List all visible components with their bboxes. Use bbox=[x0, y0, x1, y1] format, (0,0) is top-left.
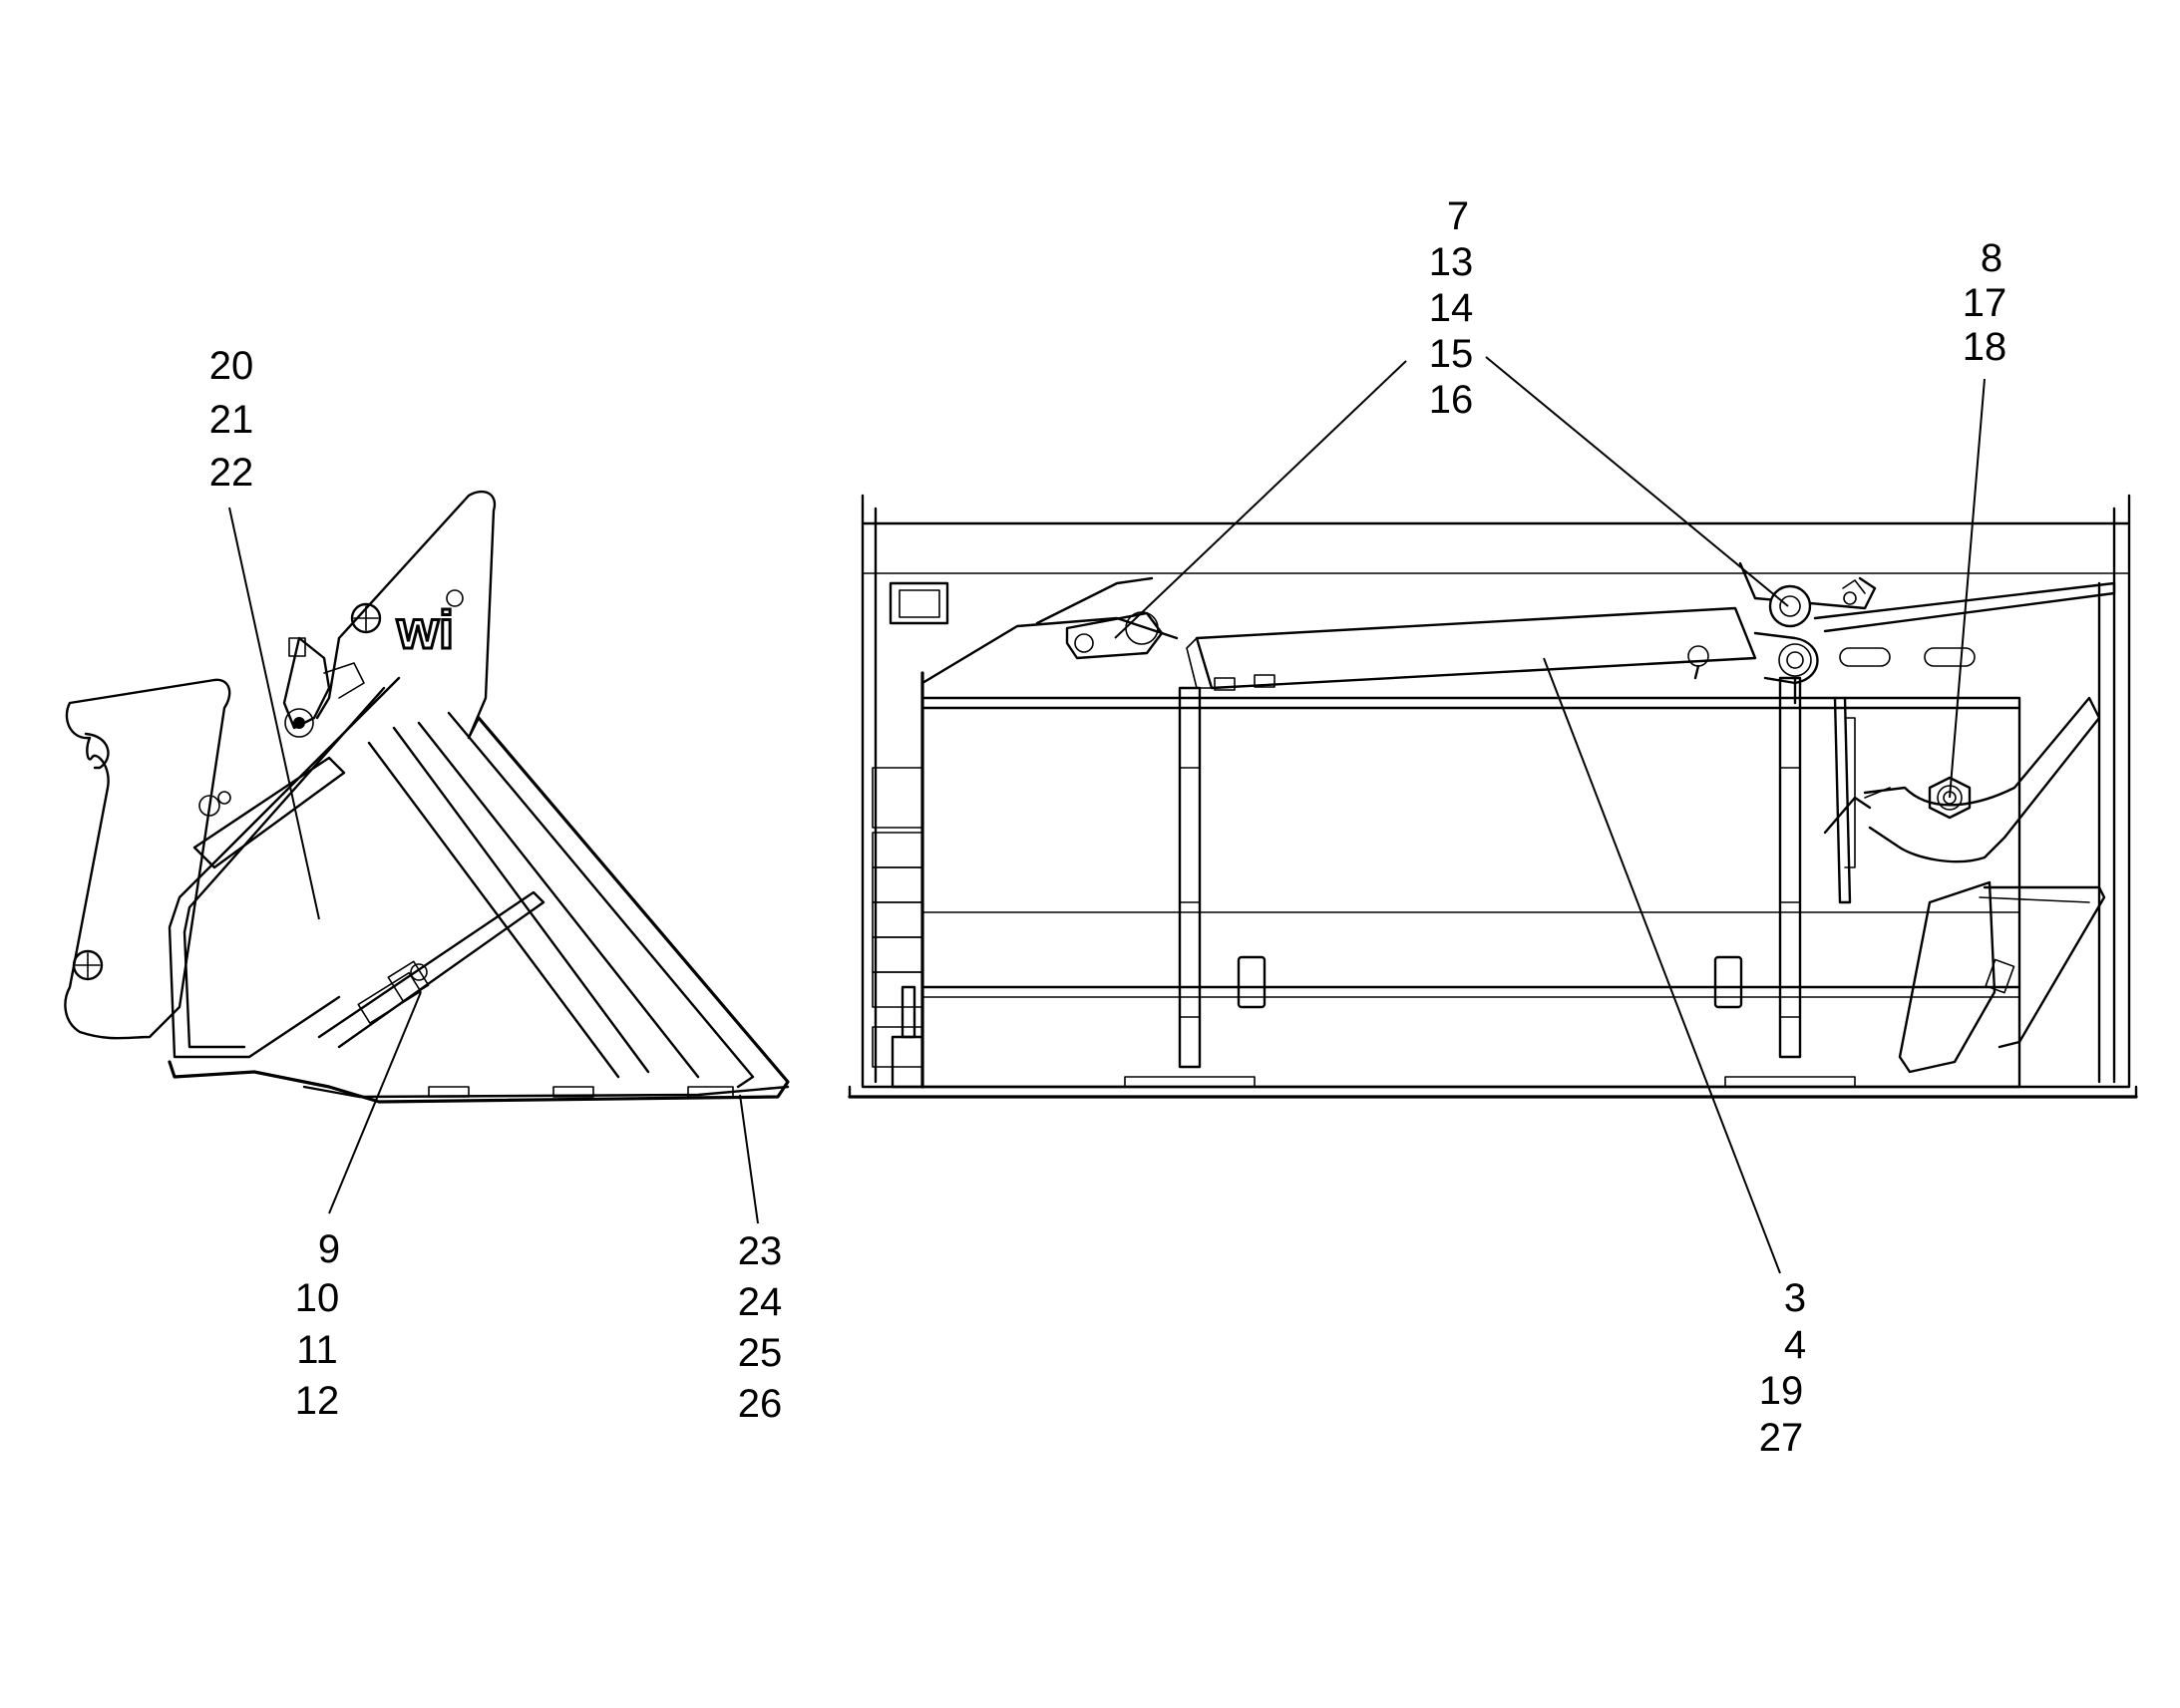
inner-back-wall bbox=[168, 676, 401, 1059]
callout-4: 4 bbox=[1784, 1323, 1806, 1367]
callout-17: 17 bbox=[1963, 281, 2007, 325]
hydraulic-cylinder bbox=[1195, 606, 1757, 690]
callout-25: 25 bbox=[738, 1331, 783, 1375]
callout-side-top: 20 21 22 bbox=[209, 344, 254, 495]
callout-21: 21 bbox=[209, 398, 254, 442]
right-rib bbox=[1778, 676, 1802, 1059]
panel-slot-right bbox=[1713, 955, 1743, 1009]
callout-18: 18 bbox=[1963, 325, 2007, 369]
side-wedge bbox=[1898, 880, 1997, 1074]
callout-10: 10 bbox=[295, 1276, 340, 1320]
callout-22: 22 bbox=[209, 451, 254, 495]
upper-bracket bbox=[192, 756, 346, 869]
callout-15: 15 bbox=[1429, 332, 1474, 376]
callout-side-bottom-left: 9 10 11 12 bbox=[295, 1227, 340, 1423]
callout-23: 23 bbox=[738, 1229, 783, 1273]
left-edge-stack bbox=[872, 767, 924, 1089]
right-clevis-plate bbox=[1738, 561, 1877, 610]
callout-12: 12 bbox=[295, 1379, 340, 1423]
panel-slot-left bbox=[1237, 955, 1267, 1009]
callout-side-bottom-right: 23 24 25 26 bbox=[738, 1229, 783, 1426]
callout-14: 14 bbox=[1429, 286, 1474, 330]
callout-7: 7 bbox=[1447, 194, 1469, 238]
leader-lines bbox=[228, 356, 1986, 1274]
callout-front-bottom: 3 4 19 27 bbox=[1759, 1276, 1806, 1460]
lower-right-arm bbox=[1863, 696, 2101, 863]
rod-end bbox=[1753, 631, 1819, 685]
bucket-front-view bbox=[848, 494, 2138, 1099]
logo-wi: wi bbox=[396, 600, 454, 660]
bucket-outer-shell bbox=[168, 716, 790, 1104]
pivot-hole-upper bbox=[350, 602, 382, 634]
side-plate bbox=[337, 490, 497, 740]
right-clevis-pin bbox=[1768, 584, 1812, 628]
callout-27: 27 bbox=[1759, 1416, 1804, 1460]
bottom-wear-plate bbox=[302, 1085, 790, 1099]
callout-19: 19 bbox=[1759, 1369, 1804, 1413]
callout-24: 24 bbox=[738, 1280, 783, 1324]
callout-3: 3 bbox=[1784, 1276, 1806, 1320]
upper-arm bbox=[1813, 581, 2116, 633]
callout-9: 9 bbox=[318, 1227, 340, 1271]
lower-bracket bbox=[317, 890, 545, 1049]
mounting-hook-plate bbox=[64, 678, 231, 1040]
left-rib bbox=[1178, 686, 1202, 1069]
callout-16: 16 bbox=[1429, 378, 1474, 422]
callout-front-top-mid: 7 13 14 15 16 bbox=[1429, 194, 1474, 422]
callout-front-top-right: 8 17 18 bbox=[1963, 236, 2007, 369]
pivot-hole-lower bbox=[72, 949, 104, 981]
hook-notch bbox=[84, 732, 110, 770]
warning-decal bbox=[889, 581, 949, 625]
hydraulic-fitting bbox=[282, 636, 331, 730]
callout-20: 20 bbox=[209, 344, 254, 388]
top-angle-plate bbox=[920, 616, 1179, 685]
callout-11: 11 bbox=[296, 1328, 338, 1372]
bucket-side-view: wi bbox=[64, 490, 790, 1104]
callout-26: 26 bbox=[738, 1382, 783, 1426]
callout-13: 13 bbox=[1429, 240, 1474, 284]
callout-8: 8 bbox=[1981, 236, 2002, 280]
